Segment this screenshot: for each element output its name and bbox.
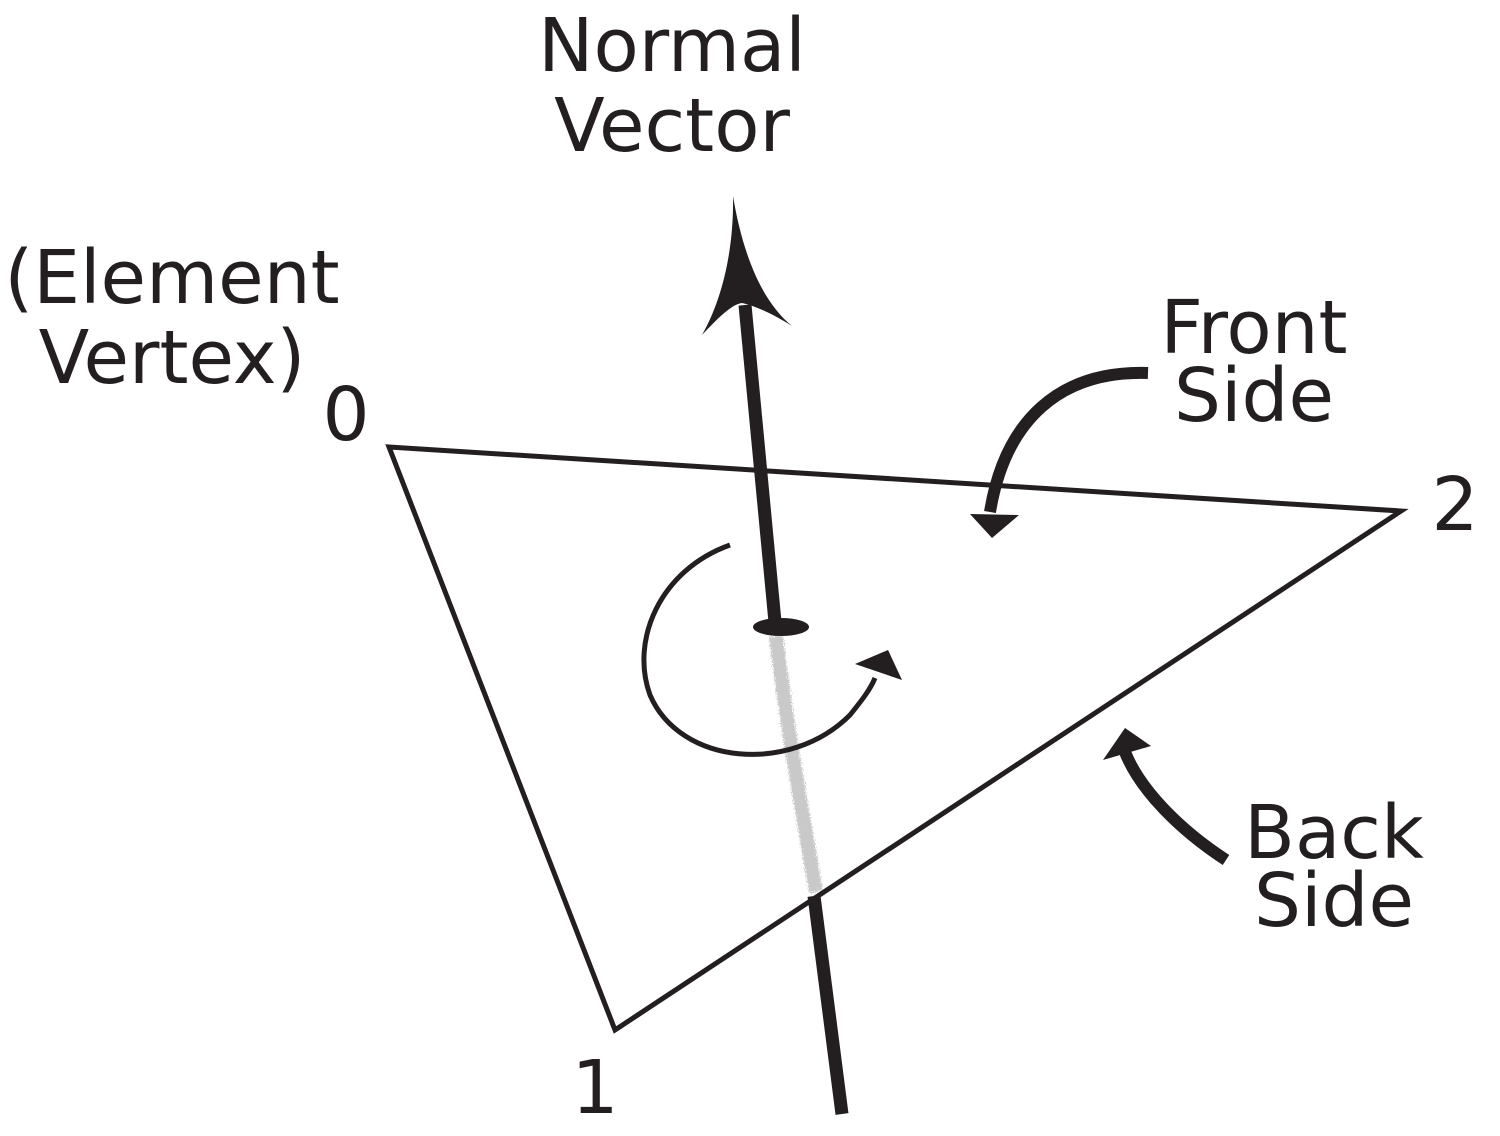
circulation-arrowhead [855, 650, 902, 680]
vertex-0-label: 0 [322, 372, 369, 458]
normal-vector-arrowhead [702, 196, 792, 335]
normal-vector-label-line1: Normal [538, 3, 806, 89]
front-side-arrow [984, 366, 1149, 513]
front-side-label-line2: Side [1174, 353, 1334, 439]
triangle-element [385, 444, 1409, 1034]
normal-vector-base [753, 618, 809, 636]
normal-vector-lower-shaft [807, 895, 849, 1115]
front-side-arrowhead [970, 514, 1019, 538]
element-vertex-label-line1: (Element [4, 235, 339, 321]
normal-vector-hidden-shaft [769, 635, 823, 894]
back-side-arrow [1119, 749, 1230, 866]
vertex-1-label: 1 [571, 1045, 618, 1131]
back-side-label-line1: Back [1244, 790, 1424, 876]
normal-vector-shaft [738, 304, 782, 623]
normal-vector-label-line2: Vector [554, 83, 790, 169]
vertex-2-label: 2 [1431, 462, 1478, 548]
front-side-label-line1: Front [1160, 285, 1347, 371]
circulation-arc [641, 542, 878, 757]
back-side-arrowhead [1103, 728, 1151, 760]
element-vertex-label-line2: Vertex) [39, 315, 306, 401]
back-side-label-line2: Side [1254, 858, 1414, 944]
